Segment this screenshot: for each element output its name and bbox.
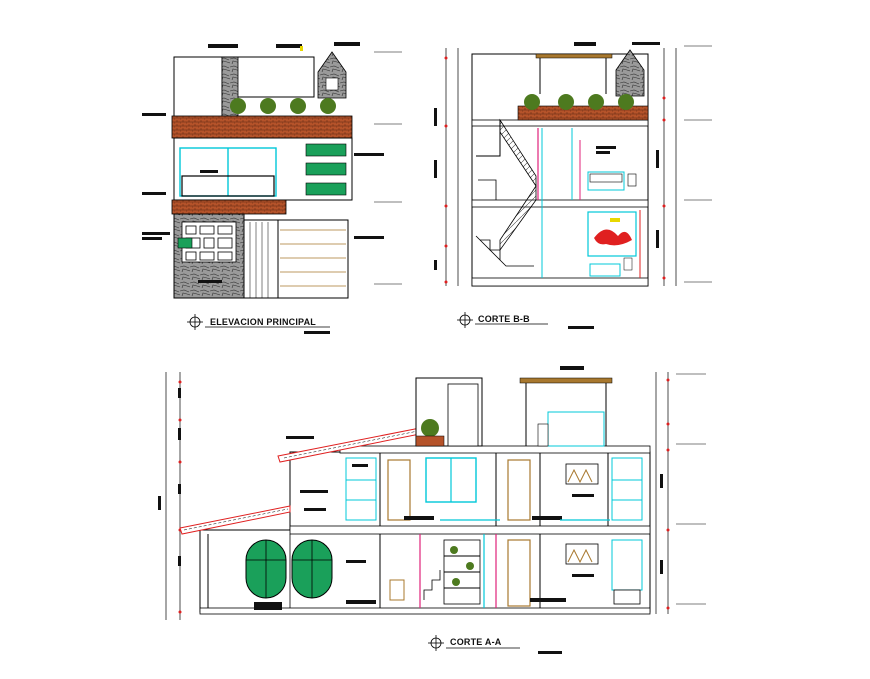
elevacion-principal-drawing: ELEVACION PRINCIPAL bbox=[142, 42, 402, 334]
title-elevacion-principal: ELEVACION PRINCIPAL bbox=[210, 317, 316, 327]
chair bbox=[389, 579, 405, 601]
sloped-roof-lower bbox=[179, 505, 291, 535]
door bbox=[507, 539, 531, 607]
terrace-plants bbox=[230, 98, 336, 114]
dining-table bbox=[589, 263, 621, 277]
door bbox=[387, 459, 411, 521]
window-green bbox=[305, 143, 347, 157]
title-corte-bb: CORTE B-B bbox=[478, 314, 530, 324]
entry-door bbox=[243, 219, 279, 299]
garage-door bbox=[277, 219, 349, 299]
corte-aa-drawing: CORTE A-A bbox=[158, 366, 706, 654]
chimney bbox=[615, 49, 645, 97]
roof-brick-band bbox=[171, 115, 353, 139]
shelf-with-plants bbox=[443, 539, 481, 605]
chimney bbox=[317, 51, 347, 99]
annotation-block bbox=[276, 44, 302, 48]
staircase-section bbox=[475, 118, 537, 267]
headboard bbox=[565, 463, 599, 485]
door bbox=[507, 459, 531, 521]
title-corte-aa: CORTE A-A bbox=[450, 637, 502, 647]
headboard bbox=[565, 543, 599, 565]
annotation-block bbox=[208, 44, 238, 48]
window-green bbox=[305, 182, 347, 196]
window-green bbox=[305, 162, 347, 176]
annotation-block bbox=[334, 42, 360, 46]
corte-bb-drawing: CORTE B-B bbox=[434, 42, 712, 329]
